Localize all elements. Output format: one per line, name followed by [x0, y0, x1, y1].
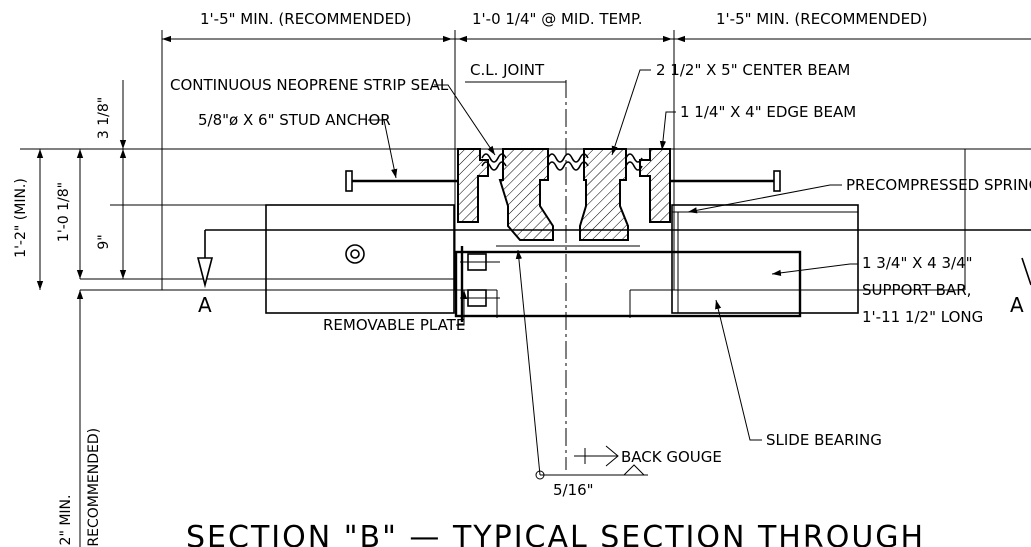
left-dimensions: [36, 80, 127, 547]
center-beam-right: [579, 148, 629, 241]
label-cl-joint: C.L. JOINT: [470, 61, 545, 79]
strip-seals: [481, 153, 643, 171]
edge-beam-left: [457, 148, 489, 223]
concrete-outline: [20, 148, 1031, 318]
dim-left-3-1-8: 3 1/8": [96, 97, 112, 139]
label-removable-plate: REMOVABLE PLATE: [323, 316, 465, 334]
dim-left-1-2-min: 1'-2" (MIN.): [13, 178, 29, 258]
dim-top-right: 1'-5" MIN. (RECOMMENDED): [716, 10, 927, 28]
label-center-beam: 2 1/2" X 5" CENTER BEAM: [656, 61, 850, 79]
right-support-box: [671, 204, 859, 314]
section-mark-left: A: [198, 293, 212, 317]
left-support-box: [265, 204, 455, 314]
edge-beam-right: [639, 148, 671, 223]
label-slide-bearing: SLIDE BEARING: [766, 431, 882, 449]
label-support-bar-1: 1 3/4" X 4 3/4": [862, 254, 973, 272]
section-mark-right: A: [1010, 293, 1024, 317]
center-beam-left: [498, 148, 554, 241]
support-bar: [454, 246, 802, 322]
label-strip-seal: CONTINUOUS NEOPRENE STRIP SEAL: [170, 76, 449, 94]
dim-left-9: 9": [96, 234, 112, 249]
label-support-bar-3: 1'-11 1/2" LONG: [862, 308, 983, 326]
label-support-bar-2: SUPPORT BAR,: [862, 281, 971, 299]
drawing-title: SECTION "B" — TYPICAL SECTION THROUGH: [186, 520, 925, 547]
dim-top-mid: 1'-0 1/4" @ MID. TEMP.: [472, 10, 642, 28]
dim-top-left: 1'-5" MIN. (RECOMMENDED): [200, 10, 411, 28]
label-weld-size: 5/16": [553, 481, 594, 499]
dim-left-1-0-1-8: 1'-0 1/8": [56, 182, 72, 242]
label-stud-anchor: 5/8"ø X 6" STUD ANCHOR: [198, 111, 391, 129]
label-back-gouge: BACK GOUGE: [621, 448, 722, 466]
stud-anchors: [345, 170, 781, 192]
dim-bottom-recommended: (RECOMMENDED): [86, 428, 102, 547]
label-edge-beam: 1 1/4" X 4" EDGE BEAM: [680, 103, 856, 121]
label-spring: PRECOMPRESSED SPRING: [846, 176, 1031, 194]
dim-bottom-2-min: 2" MIN.: [58, 495, 74, 546]
